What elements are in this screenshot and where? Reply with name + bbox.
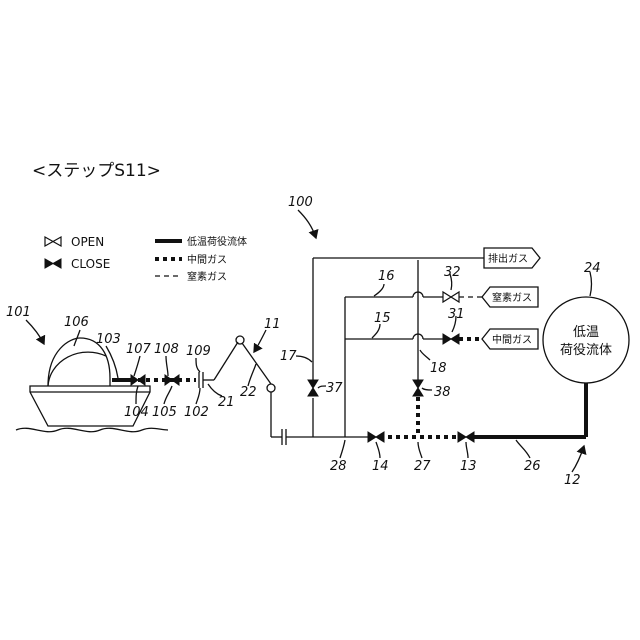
ref-102: 102	[184, 405, 209, 420]
ref-11: 11	[264, 317, 281, 332]
ref-108: 108	[154, 342, 179, 357]
ref-12: 12	[564, 473, 581, 488]
nitrogen-gas-box: 窒素ガス	[482, 287, 538, 307]
step-title: <ステップS11>	[32, 161, 161, 181]
ref-28: 28	[330, 459, 347, 474]
legend-open-valve-icon	[45, 237, 61, 246]
intermediate-gas-label: 中間ガス	[492, 333, 532, 346]
valve-13-icon	[458, 432, 474, 442]
legend-open-label: OPEN	[71, 235, 104, 249]
legend-close-valve-icon	[45, 259, 61, 268]
ref-16: 16	[378, 269, 395, 284]
ref-14: 14	[372, 459, 389, 474]
valve-105-icon	[165, 375, 179, 385]
tank-label-line1: 低温	[573, 325, 599, 340]
valve-32-icon	[443, 292, 459, 302]
valve-38-icon	[413, 380, 423, 396]
exhaust-gas-box: 排出ガス	[484, 248, 540, 268]
ref-15: 15	[374, 311, 391, 326]
ref-106: 106	[64, 315, 89, 330]
valve-14-icon	[368, 432, 384, 442]
exhaust-gas-label: 排出ガス	[488, 252, 528, 265]
valve-31-icon	[443, 334, 459, 344]
ref-109: 109	[186, 344, 211, 359]
legend-close-label: CLOSE	[71, 257, 110, 271]
ref-31: 31	[448, 307, 465, 322]
ref-18: 18	[430, 361, 447, 376]
ref-101: 101	[6, 305, 31, 320]
ref-38: 38	[434, 385, 451, 400]
ref-104: 104	[124, 405, 149, 420]
nitrogen-gas-label: 窒素ガス	[492, 291, 532, 304]
ref-32: 32	[444, 265, 461, 280]
valve-104-icon	[131, 375, 145, 385]
ref-100: 100	[288, 195, 313, 210]
ref-22: 22	[240, 385, 257, 400]
legend-solid-label: 低温荷役流体	[187, 235, 247, 248]
legend-dotted-label: 中間ガス	[187, 253, 227, 266]
valve-37-icon	[308, 380, 318, 396]
ref-26: 26	[524, 459, 541, 474]
ref-27: 27	[414, 459, 431, 474]
ref-17: 17	[280, 349, 297, 364]
ref-24: 24	[584, 261, 601, 276]
ref-103: 103	[96, 332, 121, 347]
legend: OPEN CLOSE 低温荷役流体 中間ガス 窒素ガス	[45, 235, 247, 283]
ref-107: 107	[126, 342, 152, 357]
cryogenic-tank: 低温 荷役流体	[543, 297, 629, 383]
legend-dashed-label: 窒素ガス	[187, 270, 227, 283]
ref-21: 21	[218, 395, 235, 410]
tank-label-line2: 荷役流体	[560, 343, 612, 358]
ref-13: 13	[460, 459, 477, 474]
intermediate-gas-box: 中間ガス	[482, 329, 538, 349]
ref-105: 105	[152, 405, 177, 420]
ref-37: 37	[326, 381, 343, 396]
